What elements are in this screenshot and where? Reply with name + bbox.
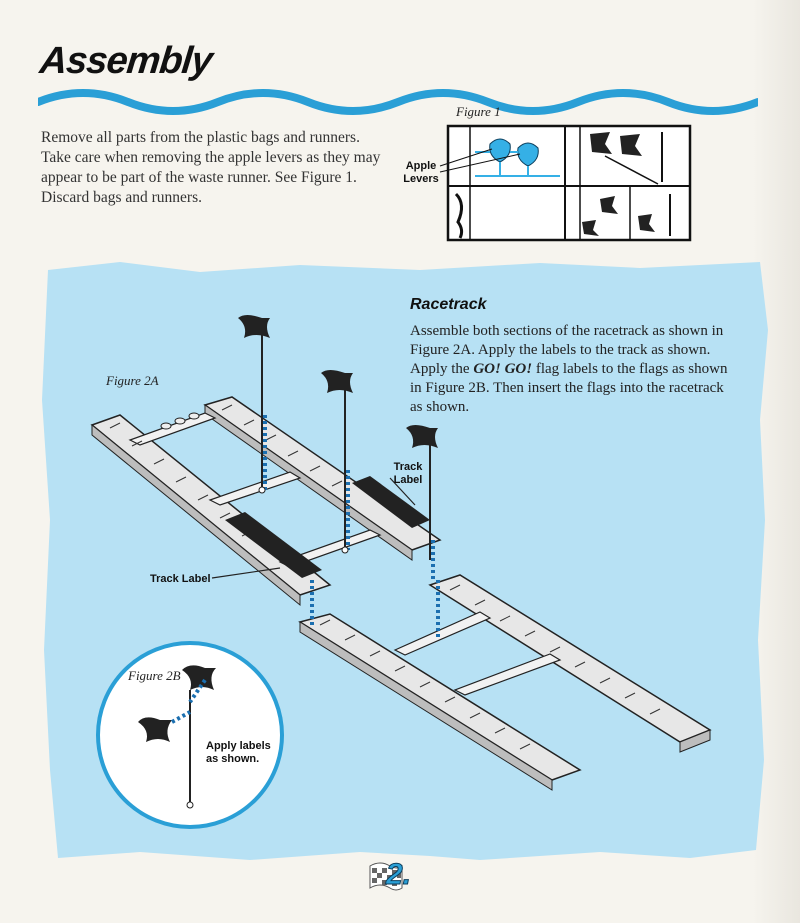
figure-2b-circle bbox=[96, 641, 284, 829]
apple-levers-callout: Apple Levers bbox=[402, 160, 440, 186]
flag-poles bbox=[238, 315, 440, 640]
apple-levers-line2: Levers bbox=[403, 173, 439, 185]
apply-labels-line1: Apply labels bbox=[206, 740, 271, 752]
figure-1-caption: Figure 1 bbox=[456, 104, 501, 119]
apply-labels-callout: Apply labels as shown. bbox=[206, 740, 271, 766]
flag-2 bbox=[321, 370, 353, 393]
lower-track-section bbox=[298, 574, 712, 791]
page-number-text: 2. bbox=[385, 858, 412, 892]
intro-paragraph: Remove all parts from the plastic bags a… bbox=[41, 129, 381, 206]
checkered-flag-icon bbox=[369, 862, 403, 891]
track-label-upper-line1: Track bbox=[393, 461, 423, 473]
racetrack-text-part1: Assemble both sections of the racetrack … bbox=[410, 323, 724, 377]
racetrack-paragraph: Assemble both sections of the racetrack … bbox=[410, 322, 730, 417]
go-go-emphasis: GO! GO! bbox=[473, 361, 533, 377]
racetrack-heading: Racetrack bbox=[410, 296, 487, 313]
track-label-callout-upper: Track Label bbox=[388, 461, 428, 487]
parts-runner-illustration bbox=[439, 124, 692, 242]
flag-3 bbox=[406, 425, 438, 448]
figure-2a-caption: Figure 2A bbox=[106, 373, 159, 388]
track-label-upper-line2: Label bbox=[393, 474, 423, 486]
apple-levers-line1: Apple bbox=[405, 160, 437, 172]
wave-divider bbox=[38, 89, 758, 115]
apply-labels-line2: as shown. bbox=[206, 753, 260, 765]
page-title: Assembly bbox=[37, 40, 214, 82]
page-number: 2. bbox=[368, 858, 428, 894]
figure-1: Figure 1 Apple Levers bbox=[400, 104, 700, 244]
racetrack-text-part2: flag labels to the flags as shown in Fig… bbox=[410, 361, 728, 415]
figure-2b-caption: Figure 2B bbox=[128, 668, 181, 683]
flag-1 bbox=[238, 315, 270, 338]
track-label-callout-lower: Track Label bbox=[150, 573, 211, 585]
